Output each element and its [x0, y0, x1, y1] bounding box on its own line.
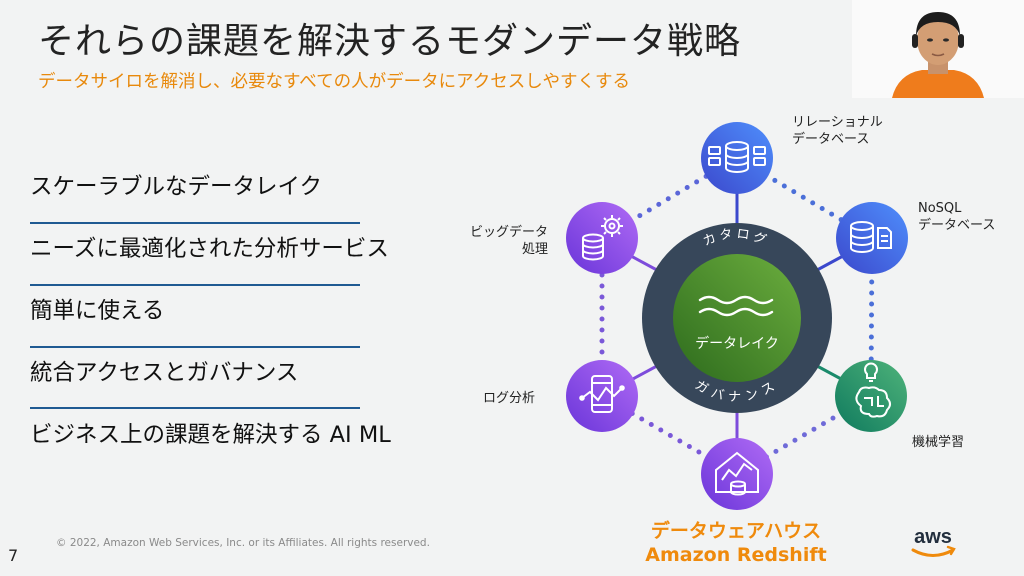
data-warehouse-node [701, 438, 773, 510]
data-warehouse-label: データウェアハウス Amazon Redshift [606, 519, 866, 567]
list-item: スケーラブルなデータレイク [30, 174, 323, 200]
list-divider [30, 284, 360, 286]
nosql-database-label: NoSQL データベース [918, 200, 995, 234]
warehouse-label-line2: Amazon Redshift [645, 544, 827, 566]
big-data-processing-node [566, 202, 638, 274]
presenter-avatar [852, 0, 1024, 98]
relational-database-label: リレーショナル データベース [792, 114, 883, 148]
machine-learning-label: 機械学習 [912, 435, 965, 450]
log-analytics-label: ログ分析 [483, 391, 536, 406]
brain-lightbulb-icon [855, 362, 891, 418]
data-lake-label: データレイク [695, 335, 779, 352]
mobile-chart-icon [579, 375, 625, 413]
relational-label-line1: リレーショナル [792, 115, 883, 130]
nosql-label-line2: データベース [918, 218, 996, 233]
bigdata-label-line1: ビッグデータ [470, 225, 549, 240]
bigdata-label-line2: 処理 [521, 242, 548, 257]
copyright-notice: © 2022, Amazon Web Services, Inc. or its… [56, 537, 430, 549]
relational-label-line2: データベース [792, 132, 870, 147]
big-data-processing-label: ビッグデータ 処理 [470, 224, 548, 258]
relational-database-node [701, 122, 773, 194]
list-item: ニーズに最適化された分析サービス [30, 236, 389, 262]
list-item: ビジネス上の課題を解決する AI ML [30, 422, 391, 448]
list-divider [30, 222, 360, 224]
gear-database-icon [582, 215, 623, 261]
nosql-database-node [836, 202, 908, 274]
warehouse-label-line1: データウェアハウス [650, 520, 822, 542]
aws-logo: aws [911, 526, 956, 557]
svg-text:aws: aws [914, 526, 952, 548]
presenter-webcam [852, 0, 1024, 98]
slide-subtitle: データサイロを解消し、必要なすべての人がデータにアクセスしやすくする [38, 72, 631, 92]
data-lake-core [673, 254, 801, 382]
page-number: 7 [8, 546, 19, 565]
wave-icon [698, 295, 774, 317]
warehouse-icon [715, 451, 759, 496]
nosql-label-line1: NoSQL [918, 201, 962, 216]
machine-learning-node [835, 360, 907, 432]
list-item: 簡単に使える [30, 298, 165, 324]
list-divider [30, 407, 360, 409]
list-divider [30, 346, 360, 348]
database-icon [708, 141, 766, 173]
database-document-icon [850, 221, 892, 253]
list-item: 統合アクセスとガバナンス [30, 360, 299, 386]
slide-title: それらの課題を解決するモダンデータ戦略 [38, 21, 742, 62]
log-analytics-node [566, 360, 638, 432]
strategy-list: スケーラブルなデータレイク ニーズに最適化された分析サービス 簡単に使える 統合… [30, 165, 450, 475]
